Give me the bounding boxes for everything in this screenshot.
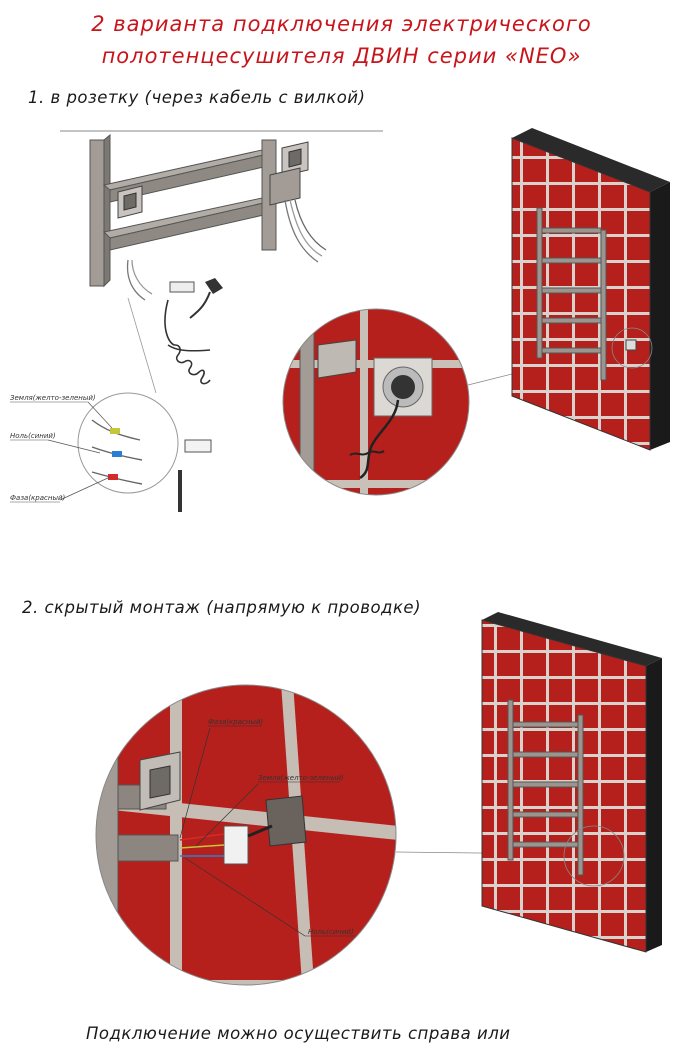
wall-bracket-left (117, 185, 143, 219)
label-ground-1: Земля(желто-зеленый) (10, 394, 96, 402)
label-neutral-1: Ноль(синий) (10, 432, 56, 440)
section-1-heading: 1. в розетку (через кабель с вилкой) (28, 88, 366, 107)
footer-note: Подключение можно осуществить справа или (86, 1024, 511, 1043)
label-phase-1: Фаза(красный) (10, 494, 66, 502)
page-title-line-1: 2 варианта подключения электрического (91, 12, 592, 36)
wall-bracket-right (269, 141, 309, 206)
tiled-wall-1 (511, 128, 670, 451)
towel-rail-detail-1: Земля(желто-зеленый) Ноль(синий) Фаза(кр… (10, 130, 383, 512)
socket-closeup-circle (282, 308, 601, 496)
label-ground-2: Земля(желто-зеленый) (258, 774, 344, 782)
section-2-heading: 2. скрытый монтаж (напрямую к проводке) (22, 598, 422, 617)
label-phase-2: Фаза(красный) (208, 718, 264, 726)
label-neutral-2: Ноль(синий) (308, 928, 354, 936)
tiled-wall-2 (481, 612, 662, 953)
page-title-line-2: полотенцесушителя ДВИН серии «NEO» (101, 44, 582, 68)
